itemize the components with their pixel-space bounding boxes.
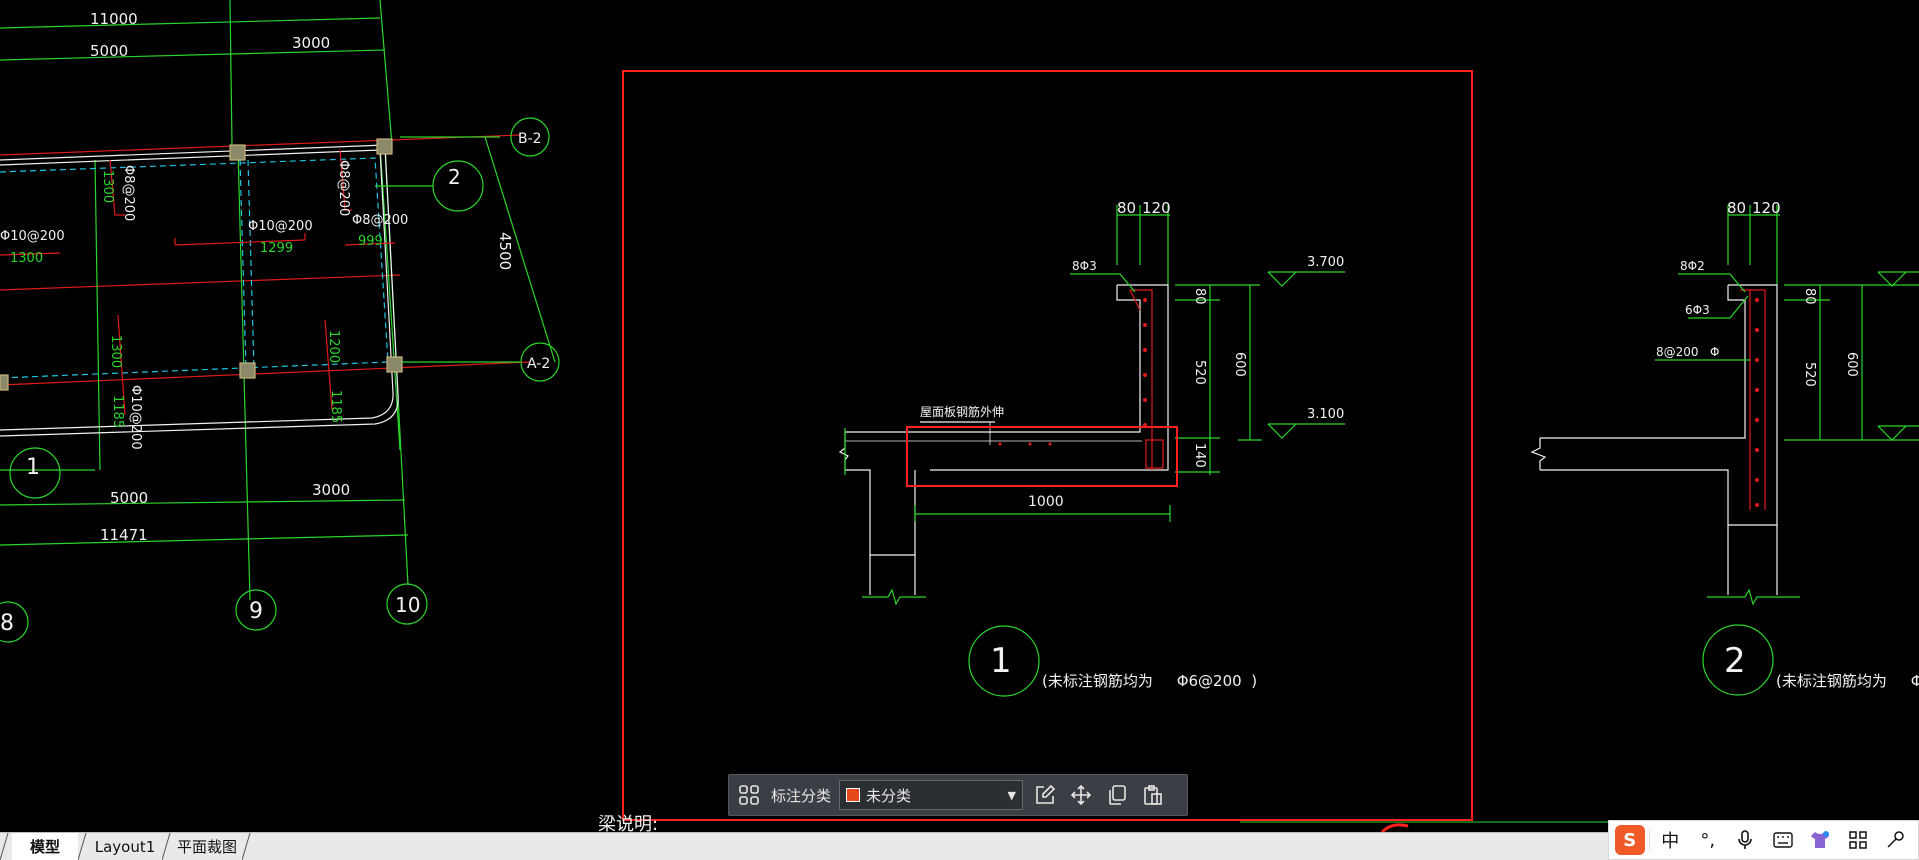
annotation-toolbar: 标注分类 未分类 ▼ [728,774,1188,816]
d1-dim-v520: 520 [1192,360,1207,385]
dim-top-a: 5000 [90,42,128,60]
d2-rebar-side: 8@200 Φ [1656,345,1719,359]
copy-icon[interactable] [1103,781,1131,809]
d1-dim-80: 80 [1117,199,1136,217]
partial-beam-note: 梁说明: [598,814,658,832]
tab-divider [162,833,171,860]
d2-dim-v520: 520 [1802,362,1817,387]
length-3: 1299 [260,241,293,256]
ime-divider [1648,829,1650,851]
left-plan-text: 11000 5000 3000 B-2 A-2 8 9 10 2 1 4500 … [0,10,550,636]
annotation-category-label: 标注分类 [771,786,832,805]
section-marker-2: 2 [448,165,461,189]
drawing-canvas[interactable]: 11000 5000 3000 B-2 A-2 8 9 10 2 1 4500 … [0,0,1919,832]
length-7: 1185 [110,395,125,428]
section-marker-1: 1 [26,455,40,480]
tab-model[interactable]: 模型 [12,833,78,860]
axis-a2: A-2 [527,356,550,372]
d1-elev-top: 3.700 [1307,255,1344,270]
tab-plan-crop[interactable]: 平面裁图 [176,838,237,856]
move-icon[interactable] [1067,781,1095,809]
left-plan [0,0,560,643]
bottom-red-mark [1380,823,1409,832]
tab-divider [242,833,251,860]
length-2: 1300 [100,170,115,203]
dim-top-b: 3000 [292,34,330,52]
apps-icon[interactable] [1841,825,1875,855]
d1-dim-v80: 80 [1192,288,1207,305]
rebar-note-3: Φ10@200 [248,219,313,234]
shirt-icon[interactable] [1804,825,1838,855]
chevron-down-icon: ▼ [1007,788,1017,802]
ime-language-toggle[interactable]: 中 [1661,831,1680,852]
length-5: 1300 [108,335,123,368]
d2-dim-120: 120 [1752,199,1781,217]
dim-right: 4500 [496,232,514,270]
category-selected-value: 未分类 [866,786,912,805]
tab-divider [78,833,87,860]
layout-tab-bar: 模型 Layout1 平面裁图 [0,832,1919,860]
rebar-note-6: Φ8@200 [336,160,351,216]
axis-b2: B-2 [518,131,542,147]
rebar-note-4: Φ8@200 [352,213,408,228]
tab-layout1[interactable]: Layout1 [94,837,156,856]
length-6: 1200 [326,330,341,363]
detail-2 [1530,205,1919,696]
axis-9: 9 [249,599,263,624]
selection-frame[interactable] [622,70,1473,821]
dim-bottom-a: 5000 [110,489,148,507]
ime-status-bar: S 中 °, [1608,820,1919,860]
d1-dim-120: 120 [1142,199,1171,217]
length-8: 1185 [328,390,343,423]
dim-bottom-total: 11471 [100,526,148,544]
dim-bottom-b: 3000 [312,481,350,499]
d1-dim-v140: 140 [1192,443,1207,468]
keyboard-icon[interactable] [1766,825,1800,855]
rebar-note-2: Φ8@200 [121,165,136,221]
length-4: 999 [358,234,383,249]
d1-note: (未标注钢筋均为 Φ6@200 ) [1042,672,1257,690]
paste-icon[interactable] [1139,781,1167,809]
d2-dim-80: 80 [1727,199,1746,217]
d1-elev-mid: 3.100 [1307,407,1344,422]
d2-marker: 2 [1724,641,1746,681]
d2-rebar-top: 8Φ2 [1680,259,1705,273]
ime-punctuation-toggle[interactable]: °, [1700,829,1716,851]
detail-1 [838,205,1345,697]
length-1: 1300 [10,251,43,266]
rebar-note-5: Φ10@200 [128,385,143,450]
category-color-swatch [846,788,861,802]
d1-marker: 1 [990,641,1012,681]
tab-divider [0,833,9,860]
tool-icon[interactable] [1879,825,1913,855]
sogou-logo-icon[interactable]: S [1615,825,1645,855]
rebar-note-1: Φ10@200 [0,229,65,244]
d1-slab-note: 屋面板钢筋外伸 [920,404,1004,419]
d2-note: (未标注钢筋均为 Φ6@2 [1776,672,1919,690]
d2-dim-v80: 80 [1802,288,1817,305]
d2-rebar-mid: 6Φ3 [1685,303,1710,317]
detail-2-text: 80 120 8Φ2 6Φ3 8@200 Φ 80 520 600 2 (未标注… [1656,199,1919,690]
edit-icon[interactable] [1031,781,1059,809]
d1-dim-v600: 600 [1232,352,1247,377]
d2-dim-v600: 600 [1844,352,1859,377]
grid-icon[interactable] [735,781,763,809]
mic-icon[interactable] [1729,825,1763,855]
axis-10: 10 [395,593,420,617]
d1-rebar-top: 8Φ3 [1072,259,1097,273]
axis-8: 8 [0,611,14,636]
annotation-category-select[interactable]: 未分类 ▼ [839,780,1024,810]
detail-1-text: 80 120 8Φ3 3.700 3.100 80 520 140 600 屋面… [920,199,1344,690]
d1-dim-width: 1000 [1028,494,1064,510]
dim-top-total: 11000 [90,10,138,28]
